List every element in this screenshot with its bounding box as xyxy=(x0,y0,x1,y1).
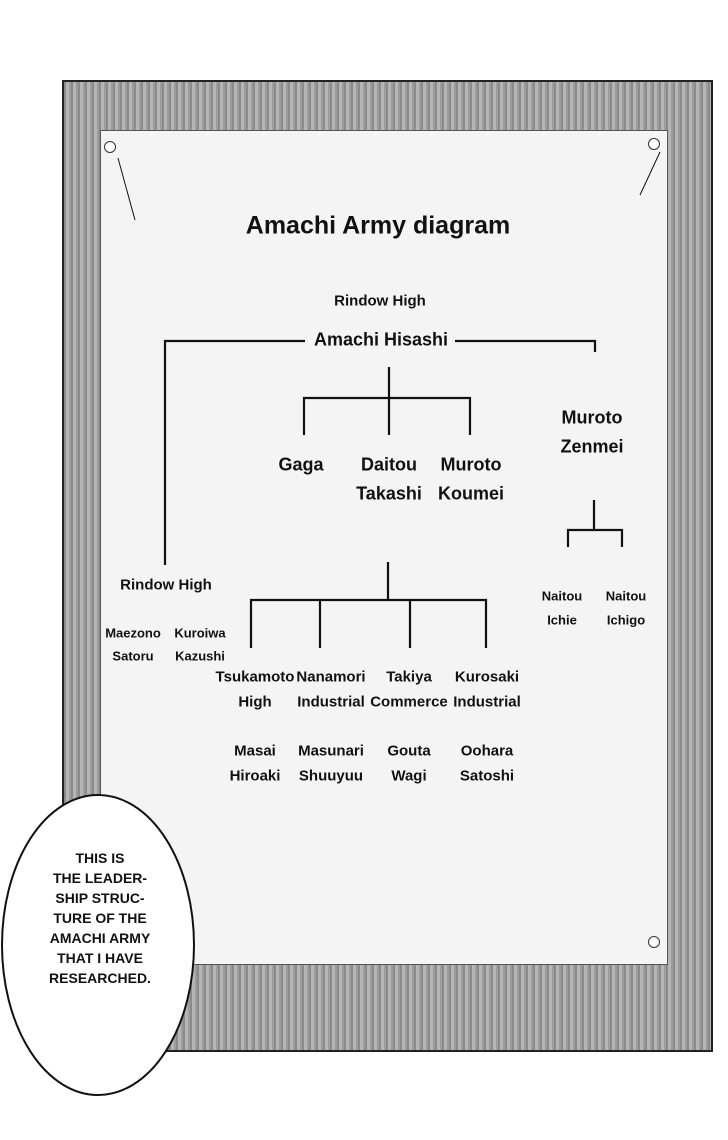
bubble-line: RESEARCHED. xyxy=(49,970,151,986)
left-member: Maezono xyxy=(105,625,161,641)
leader-name: Amachi Hisashi xyxy=(313,329,449,350)
middle-tier-name: Takashi xyxy=(356,483,422,504)
left-member: Kuroiwa xyxy=(174,625,226,641)
connector-leader xyxy=(163,339,597,565)
school-name: Kurosaki xyxy=(454,668,520,686)
right-subordinate: Ichie xyxy=(547,612,577,628)
right-branch-name: Zenmei xyxy=(560,436,624,457)
speech-bubble xyxy=(1,794,195,1096)
connector-middle xyxy=(302,367,472,435)
bubble-line: THAT I HAVE xyxy=(57,950,143,966)
bubble-line: SHIP STRUC- xyxy=(55,890,145,906)
school-name: Commerce xyxy=(370,693,448,711)
middle-tier-name: Koumei xyxy=(437,483,505,504)
school-name: High xyxy=(238,693,272,711)
bubble-line: THE LEADER- xyxy=(52,870,148,886)
left-member: Satoru xyxy=(112,648,154,664)
school-leader-name: Gouta xyxy=(387,742,431,760)
school-name: Industrial xyxy=(297,693,365,711)
leader-school: Rindow High xyxy=(334,292,426,310)
school-leader-name: Satoshi xyxy=(459,767,515,785)
left-branch-school: Rindow High xyxy=(120,576,212,594)
pin-icon xyxy=(648,936,660,948)
right-subordinate: Ichigo xyxy=(606,612,646,628)
bubble-line: AMACHI ARMY xyxy=(49,930,151,946)
diagram-title: Amachi Army diagram xyxy=(245,211,511,240)
speech-bubble-text: THIS IS THE LEADER- SHIP STRUC- TURE OF … xyxy=(40,848,160,988)
school-leader-name: Masai xyxy=(234,742,276,760)
school-leader-name: Wagi xyxy=(391,767,427,785)
pin-icon xyxy=(648,138,660,150)
school-name: Industrial xyxy=(453,693,521,711)
middle-tier-name: Gaga xyxy=(278,454,324,475)
left-member: Kazushi xyxy=(175,648,225,664)
right-subordinate: Naitou xyxy=(605,588,647,604)
school-name: Tsukamoto xyxy=(215,668,295,686)
diagram-paper xyxy=(100,130,668,965)
middle-tier-name: Muroto xyxy=(440,454,502,475)
school-leader-name: Shuuyuu xyxy=(298,767,364,785)
right-branch-name: Muroto xyxy=(561,407,623,428)
pin-icon xyxy=(104,141,116,153)
middle-tier-name: Daitou xyxy=(361,454,417,475)
connector-right xyxy=(566,500,624,547)
school-leader-name: Masunari xyxy=(298,742,364,760)
school-leader-name: Oohara xyxy=(460,742,514,760)
connector-schools xyxy=(249,562,488,648)
right-subordinate: Naitou xyxy=(541,588,583,604)
school-leader-name: Hiroaki xyxy=(229,767,281,785)
school-name: Nanamori xyxy=(296,668,366,686)
school-name: Takiya xyxy=(386,668,432,686)
bubble-line: THIS IS xyxy=(75,850,125,866)
string-line xyxy=(117,151,661,221)
bubble-line: TURE OF THE xyxy=(53,910,147,926)
